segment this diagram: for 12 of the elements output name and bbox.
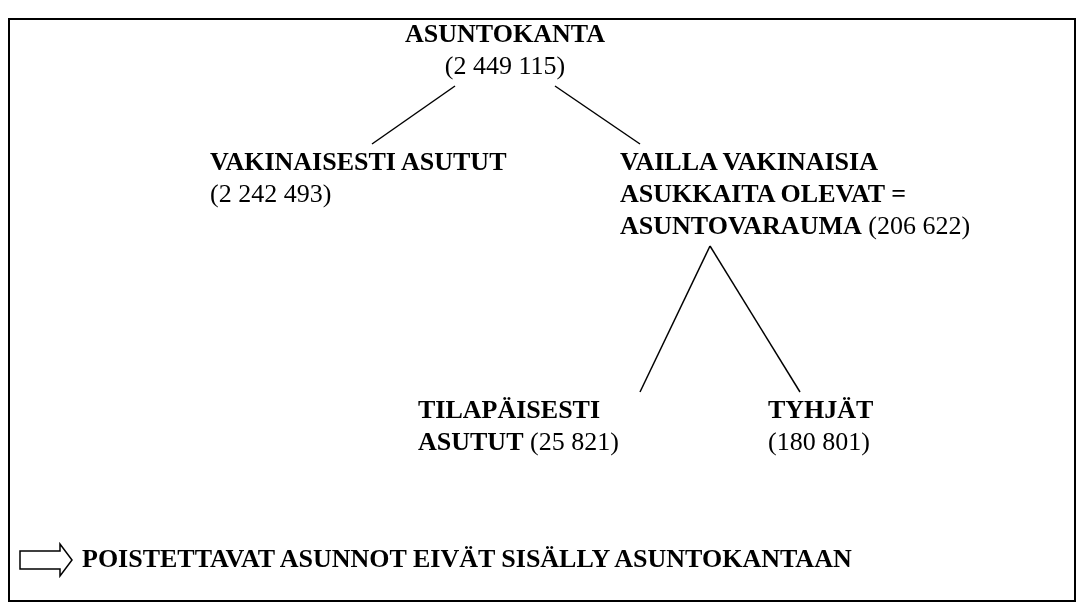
- note-text: POISTETTAVAT ASUNNOT EIVÄT SISÄLLY ASUNTOKANTAAN: [82, 544, 852, 574]
- node-text: TYHJÄT: [768, 394, 875, 426]
- connector-line: [639, 245, 711, 393]
- node-text: TILAPÄISESTI ASUTUT (25 821): [418, 394, 620, 458]
- node-text: VAKINAISESTI ASUTUT (2 242 493): [210, 146, 508, 210]
- connector-line: [554, 85, 641, 145]
- node-text: (180 801): [768, 426, 871, 458]
- node-text: (2 449 115): [443, 50, 567, 82]
- node-text: ASUNTOKANTA: [404, 18, 606, 50]
- node-text: VAILLA VAKINAISIA ASUKKAITA OLEVAT = ASUNTOVARAUMA (206 622): [620, 146, 972, 242]
- connector-line: [709, 245, 801, 393]
- connector-line: [371, 85, 456, 145]
